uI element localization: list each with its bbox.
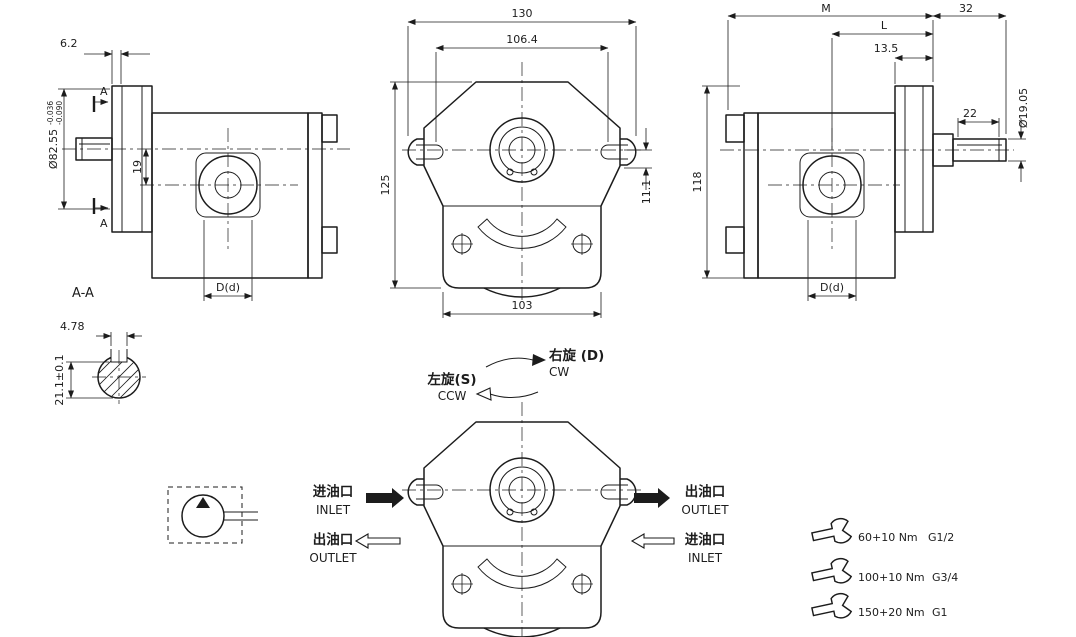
shaft-diameter-label: Ø19.05 bbox=[1017, 88, 1030, 128]
dim-key-length-label: 22 bbox=[963, 107, 977, 120]
cw-label-cn: 右旋 (D) bbox=[549, 347, 604, 364]
pump-side-left-outline bbox=[62, 85, 350, 279]
dim-flange-face-label: 13.5 bbox=[874, 42, 899, 55]
torque-row-1-torque: 60+10 Nm bbox=[858, 531, 918, 544]
dim-overall-length-label: M bbox=[821, 2, 831, 15]
outlet-arrow-left-icon bbox=[354, 533, 401, 549]
side-right-dimensions: M 32 L 13.5 22 Ø19.05 bbox=[691, 2, 1030, 301]
cw-label-en: CW bbox=[549, 365, 569, 379]
dim-overall-height-right-label: 118 bbox=[691, 172, 704, 193]
view-front-bottom: 右旋 (D) CW 左旋(S) CCW 进油口 INLET 出油口 OUTLET… bbox=[309, 347, 729, 637]
view-side-left: 6.2 Ø82.55 -0.036 -0.090 19 A A bbox=[46, 37, 350, 301]
pilot-tolerance-lower-label: -0.090 bbox=[55, 101, 64, 125]
dim-key-height-label: 21.1±0.1 bbox=[53, 354, 66, 405]
section-aa-dimensions: 4.78 21.1±0.1 bbox=[53, 320, 142, 406]
left-inlet-label-en: INLET bbox=[316, 503, 351, 517]
torque-row-3-thread: G1 bbox=[932, 606, 948, 619]
section-mark-top-label: A bbox=[100, 85, 108, 98]
left-outlet-label-cn: 出油口 bbox=[313, 531, 354, 548]
left-outlet-label-en: OUTLET bbox=[309, 551, 357, 565]
dim-port-thread-left-label: D(d) bbox=[216, 281, 240, 294]
dim-flange-thickness-label: 6.2 bbox=[60, 37, 78, 50]
dim-body-width-label: 103 bbox=[512, 299, 533, 312]
dim-key-width-label: 4.78 bbox=[60, 320, 85, 333]
left-inlet-label-cn: 进油口 bbox=[313, 483, 354, 500]
right-inlet-label-en: INLET bbox=[688, 551, 723, 565]
dim-l-label: L bbox=[881, 19, 888, 32]
torque-row-2-thread: G3/4 bbox=[932, 571, 958, 584]
ccw-arrow-icon bbox=[489, 391, 539, 398]
outlet-arrow-right-icon bbox=[634, 488, 670, 508]
torque-row-2-torque: 100+10 Nm bbox=[858, 571, 925, 584]
torque-legend: 60+10 Nm G1/2 100+10 Nm G3/4 150+20 Nm G… bbox=[809, 516, 958, 625]
cw-arrow-icon bbox=[485, 357, 534, 368]
dim-overall-width-label: 130 bbox=[512, 7, 533, 20]
dim-axis-offset-label: 19 bbox=[131, 160, 144, 174]
section-title: A-A bbox=[72, 286, 94, 301]
right-inlet-label-cn: 进油口 bbox=[685, 531, 726, 548]
torque-row-3-torque: 150+20 Nm bbox=[858, 606, 925, 619]
dim-key-offset-label: 11.1 bbox=[640, 180, 653, 205]
dim-port-thread-right-label: D(d) bbox=[820, 281, 844, 294]
view-section-aa: A-A 4.78 21.1±0.1 bbox=[53, 286, 146, 406]
pilot-diameter-label: Ø82.55 bbox=[47, 129, 60, 169]
view-front-top: 130 106.4 125 11.1 103 bbox=[379, 7, 653, 318]
hydraulic-pump-symbol bbox=[167, 486, 258, 544]
side-left-dimensions: 6.2 Ø82.55 -0.036 -0.090 19 A A bbox=[46, 37, 253, 301]
right-outlet-label-cn: 出油口 bbox=[685, 483, 726, 500]
dim-overall-height-label: 125 bbox=[379, 175, 392, 196]
pilot-tolerance-upper-label: -0.036 bbox=[46, 101, 55, 125]
ccw-label-en: CCW bbox=[438, 389, 467, 403]
front-top-dimensions: 130 106.4 125 11.1 103 bbox=[379, 7, 653, 318]
pump-symbol-circle bbox=[181, 494, 225, 538]
rotation-annotations: 右旋 (D) CW 左旋(S) CCW bbox=[426, 347, 604, 403]
dim-slot-centers-label: 106.4 bbox=[506, 33, 538, 46]
dim-shaft-length-label: 32 bbox=[959, 2, 973, 15]
section-mark-bottom-label: A bbox=[100, 217, 108, 230]
right-outlet-label-en: OUTLET bbox=[681, 503, 729, 517]
port-annotations: 进油口 INLET 出油口 OUTLET 出油口 OUTLET 进油口 INLE… bbox=[309, 483, 729, 565]
inlet-arrow-right-icon bbox=[630, 533, 675, 549]
pump-front-outline bbox=[402, 62, 642, 300]
ccw-label-cn: 左旋(S) bbox=[426, 371, 476, 388]
view-side-right: M 32 L 13.5 22 Ø19.05 bbox=[691, 2, 1030, 301]
inlet-arrow-left-icon bbox=[366, 488, 404, 508]
torque-row-1-thread: G1/2 bbox=[928, 531, 954, 544]
pump-symbol-flow-triangle bbox=[196, 497, 210, 508]
